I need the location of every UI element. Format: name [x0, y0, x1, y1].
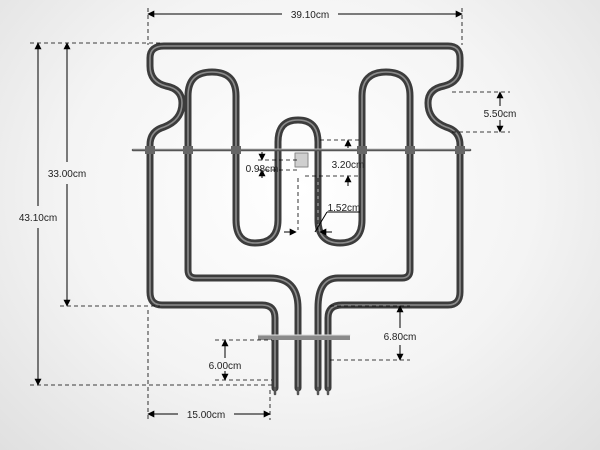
dim-overall-height: 43.10cm — [19, 213, 57, 224]
extension-lines — [30, 8, 510, 420]
terminals — [273, 386, 330, 396]
measure-lines — [34, 10, 504, 418]
dim-bracket-height: 0.98cm — [246, 164, 279, 175]
dim-inner-height: 33.00cm — [48, 169, 86, 180]
dim-bottom-width: 15.00cm — [187, 410, 225, 421]
bar-clips — [145, 146, 465, 154]
dim-terminal-depth: 6.80cm — [384, 332, 417, 343]
mounting-plate — [258, 335, 350, 340]
dim-overall-width: 39.10cm — [291, 10, 329, 21]
dimension-lines — [30, 8, 510, 420]
dim-terminal-offset: 6.00cm — [209, 361, 242, 372]
heating-element — [131, 42, 472, 396]
dim-center-gap: 3.20cm — [332, 160, 365, 171]
dimension-labels: 39.10cm 43.10cm 33.00cm 5.50cm 3.20cm 0.… — [19, 10, 517, 421]
dim-side-notch: 5.50cm — [484, 109, 517, 120]
dim-loop-spacing: 1.52cm — [328, 203, 361, 214]
